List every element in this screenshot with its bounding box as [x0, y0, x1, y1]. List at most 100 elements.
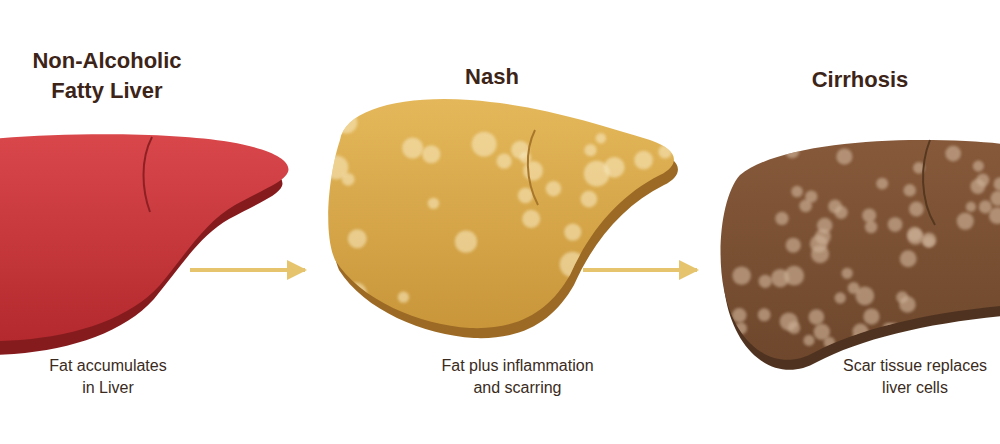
fat-spot	[564, 224, 581, 241]
fat-spot	[402, 137, 423, 158]
fat-spot	[903, 184, 915, 196]
lobe-line	[528, 130, 538, 205]
fat-spot	[758, 308, 771, 321]
fat-spot	[810, 235, 828, 253]
fat-spot	[522, 210, 540, 228]
fat-spot	[923, 236, 935, 248]
fat-spot	[990, 191, 1000, 206]
progression-arrow	[190, 268, 305, 272]
fat-spot	[842, 268, 853, 279]
progression-arrow	[583, 268, 697, 272]
fat-spot	[398, 292, 409, 303]
fat-spot	[732, 266, 751, 285]
fat-spot	[863, 308, 879, 324]
fat-spot	[970, 179, 985, 194]
liver-body	[0, 134, 288, 342]
stage-heading: Nash	[392, 62, 592, 92]
fat-spot	[945, 146, 961, 162]
fat-spot	[634, 151, 653, 170]
fat-spots	[324, 111, 672, 308]
fat-spot	[799, 200, 812, 213]
fat-spot	[817, 218, 833, 234]
fat-spot	[835, 292, 846, 303]
fat-spot	[617, 296, 628, 307]
fat-spot	[759, 275, 772, 288]
fat-spot	[594, 273, 617, 296]
stage-heading: Non-Alcoholic Fatty Liver	[12, 46, 202, 106]
fat-spot	[629, 268, 652, 291]
fat-spot	[324, 155, 348, 179]
liver-illustration	[325, 95, 680, 335]
fat-spot	[344, 282, 366, 304]
fat-spot	[523, 161, 543, 181]
fat-spot	[732, 308, 747, 323]
fat-spot	[771, 269, 789, 287]
fat-spot	[973, 161, 984, 172]
fat-spot	[472, 132, 497, 157]
fat-spot	[852, 324, 868, 340]
fat-spot	[865, 221, 877, 233]
fat-spot	[922, 233, 937, 248]
fat-spot	[560, 252, 586, 278]
fat-spot	[957, 213, 974, 230]
fat-spot	[581, 191, 598, 208]
fat-spot	[909, 202, 924, 217]
fat-spot	[876, 178, 888, 190]
liver-stage: NashFat plus inflammation and scarring	[325, 95, 680, 335]
fat-spot	[862, 208, 876, 222]
fat-spot	[900, 250, 917, 267]
fat-spot	[836, 148, 852, 164]
fat-spot	[809, 309, 825, 325]
stage-caption: Fat plus inflammation and scarring	[435, 355, 600, 399]
liver-body	[721, 140, 1000, 360]
liver-stage: Non-Alcoholic Fatty LiverFat accumulates…	[0, 130, 290, 345]
fat-spot	[348, 229, 367, 248]
stage-heading: Cirrhosis	[760, 65, 960, 95]
fat-spot	[658, 145, 671, 158]
fat-spots	[732, 144, 1000, 348]
fat-spot	[876, 333, 891, 348]
fat-spot	[785, 144, 799, 158]
fat-spot	[605, 227, 621, 243]
fat-spot	[735, 322, 747, 334]
fat-spot	[335, 111, 357, 133]
fat-spot	[899, 296, 915, 312]
fat-spot	[791, 186, 803, 198]
fat-spot	[887, 323, 900, 336]
fat-spot	[835, 206, 848, 219]
fat-spot	[979, 200, 992, 213]
fat-spot	[596, 133, 606, 143]
fat-spot	[883, 323, 893, 333]
fat-spot	[814, 324, 830, 340]
fat-spot	[652, 241, 672, 261]
fat-spot	[966, 202, 976, 212]
liver-illustration	[718, 138, 1000, 388]
lobe-line	[923, 140, 935, 225]
fat-spot	[497, 154, 512, 169]
fat-spot	[855, 286, 874, 305]
fat-spot	[520, 152, 532, 164]
fat-spot	[780, 312, 798, 330]
fat-spot	[775, 212, 788, 225]
fat-spot	[604, 157, 625, 178]
stage-caption: Fat accumulates in Liver	[45, 355, 171, 399]
lobe-line	[144, 137, 153, 212]
fat-spot	[455, 231, 477, 253]
fat-spot	[584, 144, 596, 156]
fat-spot	[786, 238, 801, 253]
fat-spot	[994, 177, 1000, 191]
fat-spot	[546, 181, 561, 196]
fat-spot	[422, 145, 440, 163]
fat-spot	[803, 335, 814, 346]
liver-illustration	[0, 130, 290, 345]
fat-spot	[989, 207, 1000, 224]
liver-stage: CirrhosisScar tissue replaces liver cell…	[718, 138, 1000, 388]
fat-spot	[888, 217, 903, 232]
fat-spot	[851, 335, 863, 347]
stage-caption: Scar tissue replaces liver cells	[835, 355, 995, 399]
fat-spot	[655, 111, 672, 128]
fat-spot	[428, 198, 439, 209]
fat-spot	[606, 225, 627, 246]
fat-spot	[907, 229, 923, 245]
